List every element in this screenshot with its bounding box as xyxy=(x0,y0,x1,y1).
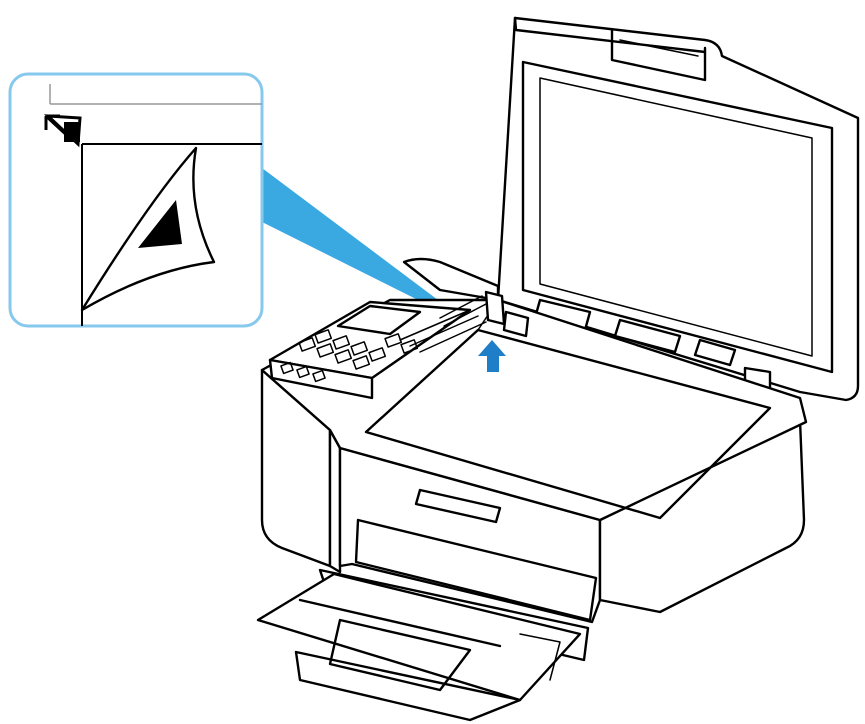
document-corner xyxy=(80,146,216,312)
corner-alignment-arrow-icon xyxy=(43,114,82,148)
control-panel xyxy=(268,300,487,400)
up-arrow-icon xyxy=(478,340,506,372)
feed-slot xyxy=(439,290,530,338)
document-cover xyxy=(496,16,860,402)
panel-buttons xyxy=(280,329,419,383)
callout-magnifier xyxy=(8,72,264,328)
paper-output-tray xyxy=(256,488,598,722)
callout-beam xyxy=(262,168,478,330)
lcd-display xyxy=(336,304,422,336)
callout-frame xyxy=(8,72,264,328)
